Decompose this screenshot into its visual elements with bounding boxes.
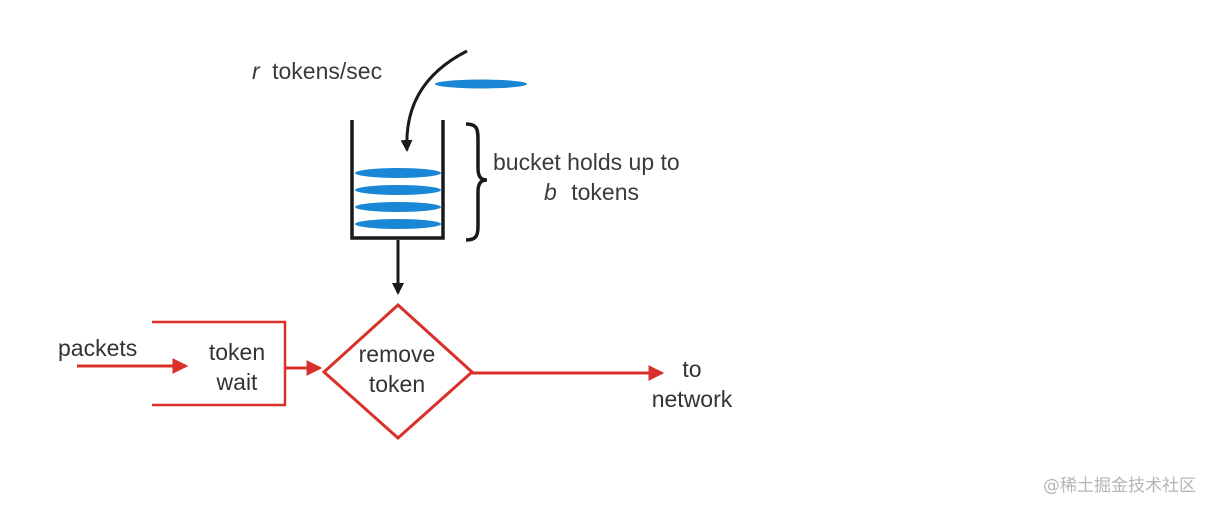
- remove-token-line2: token: [369, 371, 425, 397]
- rate-text: tokens/sec: [272, 58, 382, 84]
- bucket-token: [355, 168, 441, 178]
- watermark: @稀土掘金技术社区: [1043, 476, 1196, 496]
- packets-label: packets: [58, 335, 137, 361]
- remove-token-diamond: [321, 302, 475, 441]
- bucket-token: [355, 185, 441, 195]
- bucket-tokens: [355, 168, 441, 229]
- to-network-line1: to: [682, 356, 701, 382]
- to-network-line2: network: [652, 386, 733, 412]
- bucket-capacity-line1: bucket holds up to: [493, 149, 680, 175]
- bucket-token: [355, 202, 441, 212]
- rate-variable: r: [252, 58, 261, 84]
- bucket-capacity-variable: b: [544, 179, 557, 205]
- incoming-token: [435, 79, 527, 89]
- bucket-token: [355, 219, 441, 229]
- bucket-capacity-text: tokens: [571, 179, 639, 205]
- token-inflow-arrow: [400, 49, 468, 152]
- remove-token-line1: remove: [359, 341, 436, 367]
- token-wait-queue: [152, 320, 287, 407]
- bucket-capacity-brace: [465, 122, 488, 242]
- token-wait-line1: token: [209, 339, 265, 365]
- bucket: [350, 120, 445, 240]
- rate-label: r tokens/sec: [252, 58, 382, 84]
- token-wait-line2: wait: [216, 369, 259, 395]
- bucket-capacity-line2: b tokens: [544, 179, 639, 205]
